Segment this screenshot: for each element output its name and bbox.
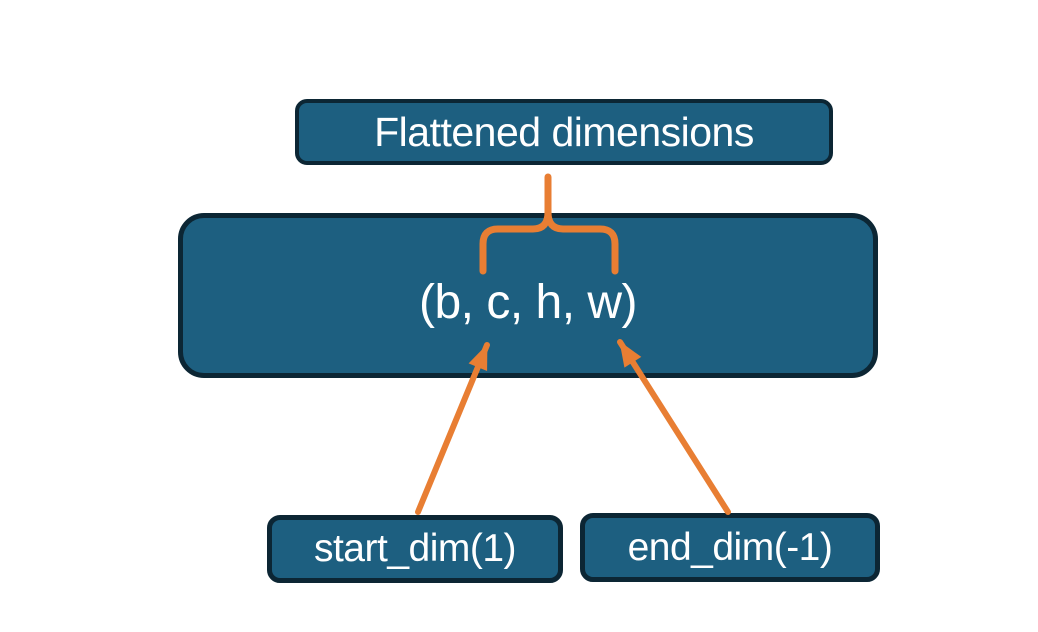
start-dim-box: start_dim(1): [267, 515, 563, 583]
end-dim-box: end_dim(-1): [580, 513, 880, 582]
flattened-dimensions-box: Flattened dimensions: [295, 99, 833, 165]
flattened-dimensions-label: Flattened dimensions: [374, 108, 754, 155]
tensor-shape-label: (b, c, h, w): [418, 276, 638, 329]
start-dim-label: start_dim(1): [313, 527, 517, 570]
tensor-shape-box: (b, c, h, w): [178, 213, 878, 378]
end-dim-label: end_dim(-1): [627, 525, 833, 569]
